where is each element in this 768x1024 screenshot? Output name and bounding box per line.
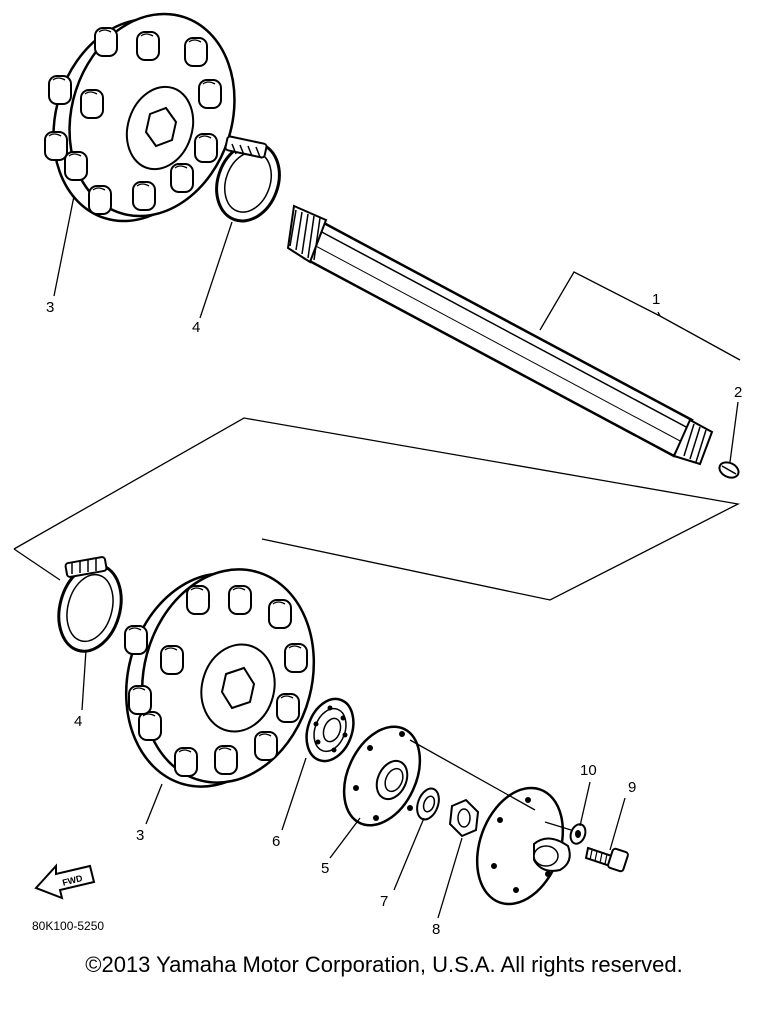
nut (448, 798, 480, 838)
sprocket-lower (124, 568, 316, 788)
part-code: 80K100-5250 (32, 919, 104, 933)
hose-clamp-lower (57, 556, 123, 653)
small-washer (569, 823, 587, 845)
callout-9: 9 (628, 779, 636, 796)
leader-lines (53, 195, 739, 919)
callout-10: 10 (580, 762, 597, 779)
fwd-label: FWD (61, 873, 84, 888)
flange-plate (342, 725, 422, 827)
callout-3-upper: 3 (46, 299, 54, 316)
callout-3-lower: 3 (136, 827, 144, 844)
callout-2: 2 (734, 384, 742, 401)
copyright-notice: ©2013 Yamaha Motor Corporation, U.S.A. A… (85, 952, 683, 977)
callout-1: 1 (652, 291, 660, 308)
callout-4-lower: 4 (74, 713, 82, 730)
hub (475, 786, 571, 906)
drive-shaft (286, 204, 714, 466)
hose-clamp-upper (215, 135, 281, 223)
fwd-arrow-icon: FWD (34, 863, 96, 900)
pin (718, 461, 740, 479)
callout-5: 5 (321, 860, 329, 877)
bolt (584, 846, 629, 873)
assembly-outline (13, 271, 741, 831)
bearing (305, 697, 355, 763)
callout-8: 8 (432, 921, 440, 938)
callout-7: 7 (380, 893, 388, 910)
washer (416, 787, 440, 821)
callout-6: 6 (272, 833, 280, 850)
callout-4-upper: 4 (192, 319, 200, 336)
sprocket-upper (44, 12, 236, 223)
